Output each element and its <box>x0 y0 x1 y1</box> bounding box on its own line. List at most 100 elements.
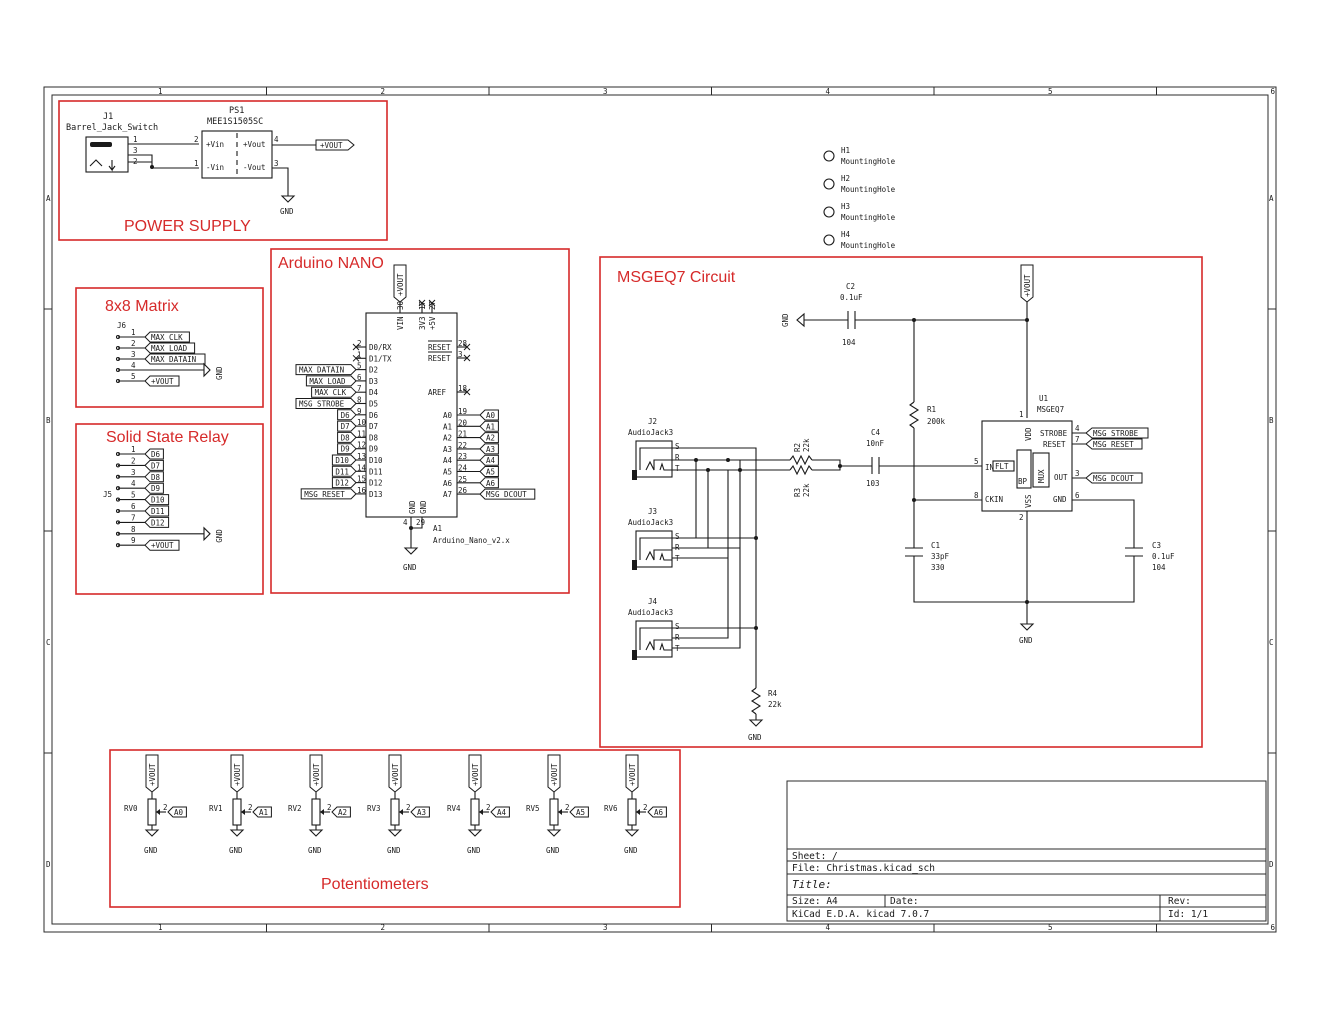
mounting-hole-value: MountingHole <box>841 185 896 194</box>
nano-left-pin-name: D8 <box>369 433 379 442</box>
svg-text:8: 8 <box>974 491 979 500</box>
nano-right-top-pin-num: 28 <box>458 339 468 348</box>
nano-right-pin-num: 19 <box>458 407 467 416</box>
relay-box <box>75 423 264 595</box>
pot-vout-label <box>145 754 159 793</box>
nano-right-top-pin-name: AREF <box>428 388 447 397</box>
svg-text:+VOUT: +VOUT <box>550 763 559 786</box>
svg-text:104: 104 <box>842 338 856 347</box>
nano-top-pin-name: VIN <box>396 316 405 330</box>
nano-value: Arduino_Nano_v2.x <box>433 536 510 545</box>
pot-net-label <box>410 806 430 818</box>
gnd-u1 <box>1019 623 1035 631</box>
nano-left-pin-name: D4 <box>369 388 379 397</box>
frame-row-right: B <box>1269 416 1274 425</box>
tb-date: Date: <box>890 896 919 907</box>
svg-text:MAX CLK: MAX CLK <box>151 333 183 342</box>
pot-net-label <box>569 806 589 818</box>
svg-text:OUT: OUT <box>1054 473 1068 482</box>
svg-text:1: 1 <box>1019 410 1024 419</box>
svg-text:A6: A6 <box>654 808 664 817</box>
nano-top-pin-num: 30 <box>396 300 405 310</box>
pot-vout-label <box>388 754 402 793</box>
relay-net-label <box>144 471 164 483</box>
svg-text:+VOUT: +VOUT <box>233 763 242 786</box>
j1-ref: J1 <box>103 112 113 122</box>
nano-right-pin-name: A5 <box>443 468 452 477</box>
svg-text:D10: D10 <box>151 496 165 505</box>
tb-rev: Rev: <box>1168 896 1191 907</box>
svg-text:D8: D8 <box>151 473 161 482</box>
tb-file: File: Christmas.kicad_sch <box>792 863 935 874</box>
frame-row-right: A <box>1269 194 1274 203</box>
potentiometer-icon <box>147 798 157 826</box>
gnd-pot <box>624 829 640 837</box>
j6-pin-num: 1 <box>131 328 136 337</box>
svg-text:MSG DCOUT: MSG DCOUT <box>486 490 527 499</box>
nano-left-net-label <box>331 454 357 466</box>
pot-ref: RV0 <box>124 804 138 813</box>
audio-jack-pin: S <box>675 442 680 451</box>
gnd-nano-label: GND <box>403 563 417 572</box>
svg-text:RESET: RESET <box>1043 440 1066 449</box>
nano-box <box>270 248 570 594</box>
svg-text:GND: GND <box>1019 636 1033 645</box>
nano-left-pin-num: 1 <box>357 350 362 359</box>
gnd-pot-label: GND <box>624 846 638 855</box>
relay-net-label <box>144 516 170 528</box>
relay-title: Solid State Relay <box>106 429 229 446</box>
j5-pin-num: 7 <box>131 513 136 522</box>
svg-text:D8: D8 <box>341 433 351 442</box>
matrix-title: 8x8 Matrix <box>105 298 179 315</box>
mounting-hole-ref: H2 <box>841 174 850 183</box>
pot-vout-label <box>468 754 482 793</box>
j5-pin-num: 6 <box>131 502 136 511</box>
nano-top-pin-name: 3V3 <box>418 316 427 330</box>
c1-capacitor <box>905 547 923 557</box>
svg-text:2: 2 <box>1019 513 1024 522</box>
mounting-hole-ref: H3 <box>841 202 850 211</box>
nano-left-pin-num: 16 <box>357 486 367 495</box>
nano-left-pin-num: 9 <box>357 407 362 416</box>
svg-text:1: 1 <box>133 135 138 144</box>
ps1-body <box>201 130 273 179</box>
j5-pin-num: 4 <box>131 479 136 488</box>
nano-right-top-pin-name: RESET <box>428 343 451 352</box>
nano-left-net-label <box>331 465 357 477</box>
matrix-net-label <box>144 342 196 354</box>
title-block: Sheet: / File: Christmas.kicad_sch Title… <box>786 780 1267 922</box>
audio-jack-pin: S <box>675 622 680 631</box>
nano-gnd-pin-name: GND <box>408 500 417 514</box>
nano-right-net-label <box>479 466 499 477</box>
nano-left-net-label <box>331 477 357 489</box>
nano-right-net-label <box>479 432 499 444</box>
pot-pin2: 2 <box>163 803 168 812</box>
svg-text:D6: D6 <box>341 411 351 420</box>
nano-vout-label <box>393 264 407 303</box>
svg-text:A6: A6 <box>486 479 496 488</box>
nano-right-net-label <box>479 420 499 432</box>
nano-right-net-label <box>479 477 499 489</box>
nano-left-pin-num: 2 <box>357 339 362 348</box>
nano-right-pin-name: A0 <box>443 411 453 420</box>
gnd-matrix <box>203 362 211 378</box>
msgeq7-box <box>599 256 1203 748</box>
svg-text:+VOUT: +VOUT <box>148 763 157 786</box>
frame-col-bottom: 6 <box>1271 923 1276 932</box>
svg-text:D6: D6 <box>151 450 161 459</box>
frame-col-bottom: 4 <box>826 923 831 932</box>
matrix-vout-label <box>144 375 180 387</box>
tb-kicad: KiCad E.D.A. kicad 7.0.7 <box>792 909 929 920</box>
mounting-hole-value: MountingHole <box>841 241 896 250</box>
power-supply-title: POWER SUPPLY <box>124 218 251 235</box>
nano-right-pin-num: 25 <box>458 475 467 484</box>
svg-text:+VOUT: +VOUT <box>312 763 321 786</box>
svg-text:R3: R3 <box>793 488 802 497</box>
r1-resistor <box>908 401 920 429</box>
mounting-hole-icon <box>823 178 835 190</box>
pot-pin2: 2 <box>327 803 332 812</box>
svg-text:MSG DCOUT: MSG DCOUT <box>1093 474 1134 483</box>
pot-pin2: 2 <box>643 803 648 812</box>
